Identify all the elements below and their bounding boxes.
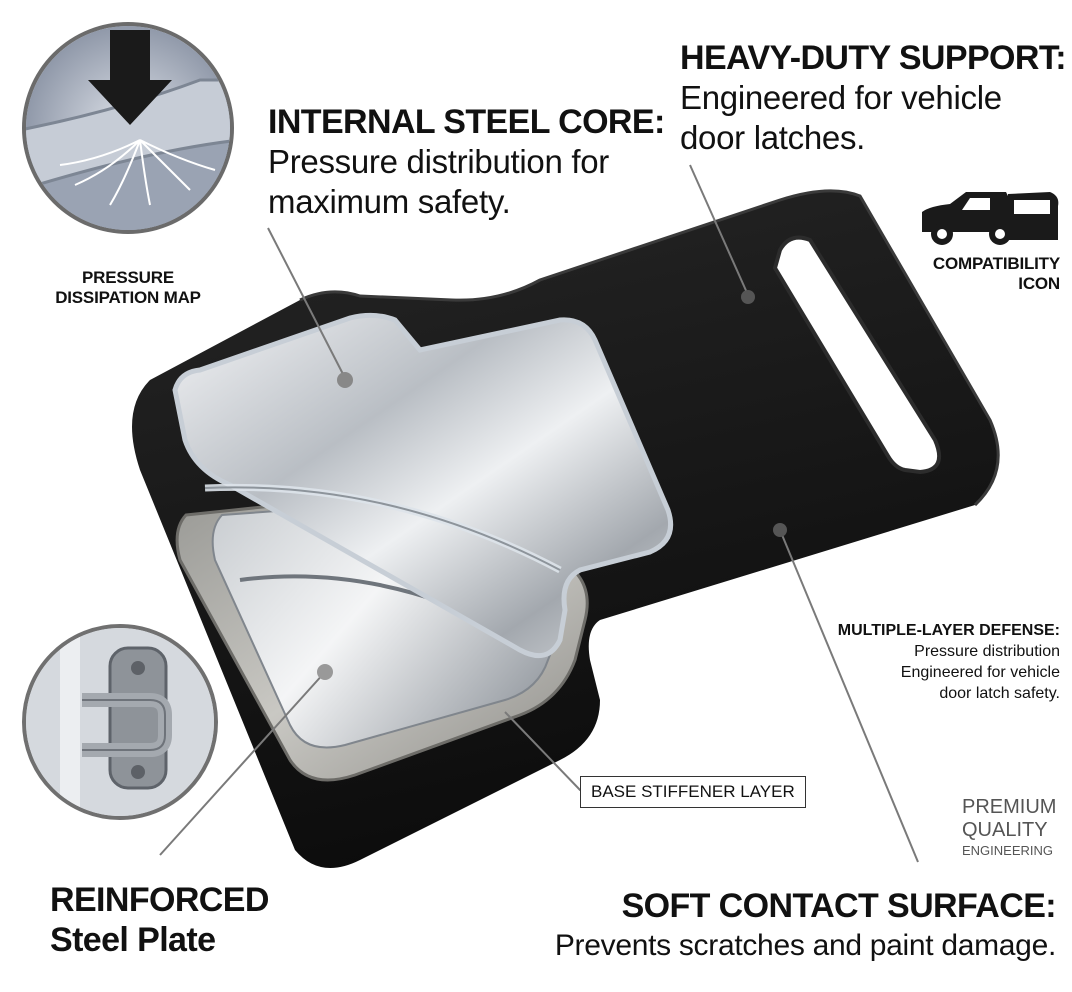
internal-steel-core-callout: INTERNAL STEEL CORE: Pressure distributi…	[268, 102, 665, 222]
premium-line: PREMIUM	[962, 796, 1057, 818]
soft-contact-line1: Prevents scratches and paint damage.	[554, 929, 1056, 962]
reinforced-line2: Steel Plate	[50, 921, 216, 959]
multiple-layer-callout: MULTIPLE-LAYER DEFENSE: Pressure distrib…	[790, 620, 1060, 704]
soft-contact-callout: SOFT CONTACT SURFACE: Prevents scratches…	[554, 886, 1057, 966]
compatibility-line2: ICON	[1018, 274, 1060, 293]
internal-steel-core-line2: maximum safety.	[268, 183, 511, 220]
internal-steel-core-title: INTERNAL STEEL CORE:	[268, 103, 665, 141]
heavy-duty-line1: Engineered for vehicle	[680, 79, 1002, 116]
premium-quality-mark: PREMIUM QUALITY ENGINEERING	[962, 796, 1056, 860]
reinforced-plate-callout: REINFORCED Steel Plate	[50, 880, 269, 960]
pressure-map-label: PRESSURE DISSIPATION MAP	[28, 268, 228, 308]
heavy-duty-callout: HEAVY-DUTY SUPPORT: Engineered for vehic…	[680, 38, 1067, 158]
pressure-map-line2: DISSIPATION MAP	[55, 288, 201, 307]
multiple-layer-title: MULTIPLE-LAYER DEFENSE:	[837, 622, 1060, 639]
engineering-line: ENGINEERING	[962, 843, 1054, 858]
base-stiffener-label: BASE STIFFENER LAYER	[580, 776, 806, 808]
multiple-layer-line2: Engineered for vehicle	[900, 664, 1060, 681]
door-latch-icon	[22, 624, 218, 820]
compatibility-line1: COMPATIBILITY	[932, 254, 1060, 273]
quality-line: QUALITY	[962, 819, 1048, 841]
compatibility-label: COMPATIBILITY ICON	[900, 254, 1060, 294]
pressure-map-icon	[22, 22, 234, 234]
multiple-layer-line1: Pressure distribution	[914, 643, 1060, 660]
car-compatibility-icon	[922, 192, 1059, 245]
heavy-duty-title: HEAVY-DUTY SUPPORT:	[680, 39, 1067, 77]
reinforced-line1: REINFORCED	[50, 881, 269, 919]
pressure-map-line1: PRESSURE	[82, 268, 174, 287]
internal-steel-core	[172, 312, 674, 659]
internal-steel-core-line1: Pressure distribution for	[268, 143, 609, 180]
multiple-layer-line3: door latch safety.	[939, 685, 1060, 702]
soft-contact-title: SOFT CONTACT SURFACE:	[621, 887, 1057, 925]
strap-slot	[772, 235, 941, 475]
heavy-duty-line2: door latches.	[680, 119, 866, 156]
